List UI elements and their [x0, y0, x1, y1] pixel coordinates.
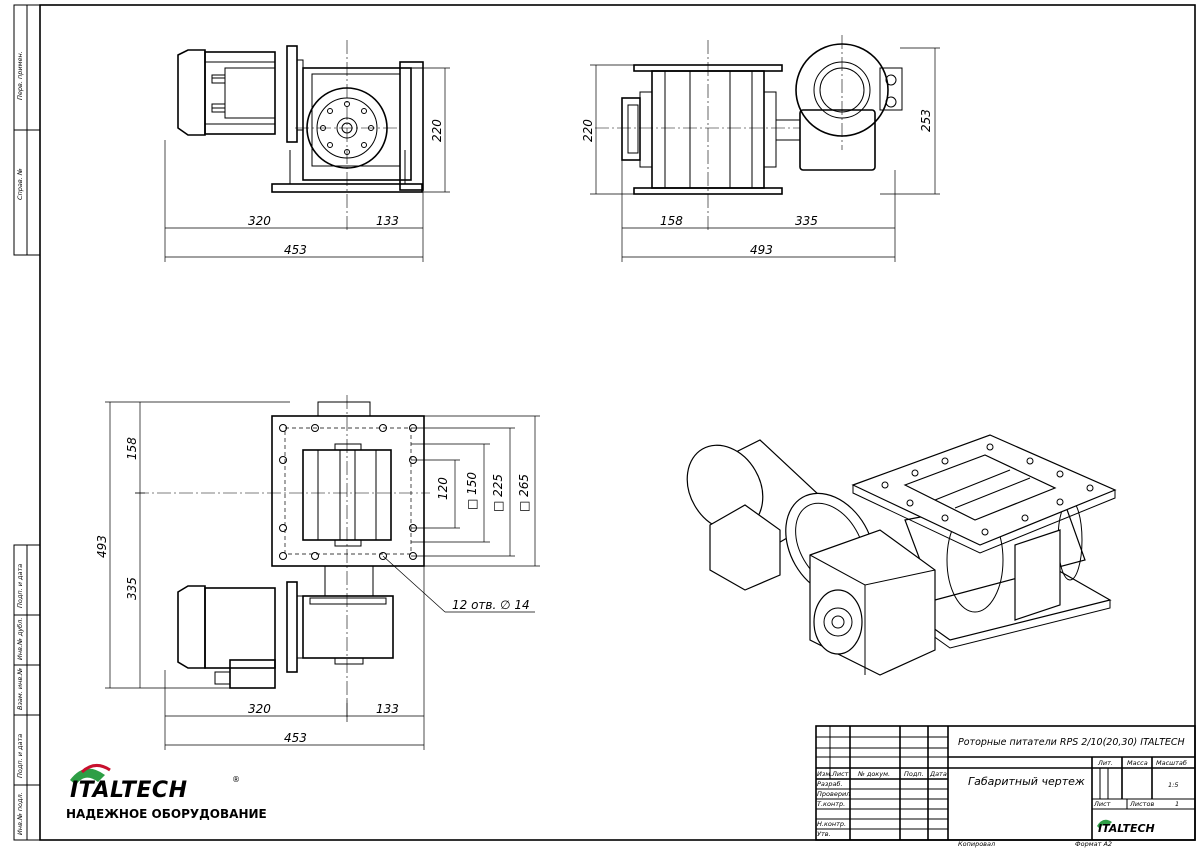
tb-h-list: Лист — [831, 770, 849, 778]
tb-role-proveril: Проверил — [817, 790, 850, 798]
tb-logo-swoosh-icon — [1097, 819, 1112, 829]
tb-scale-value: 1:5 — [1168, 781, 1178, 789]
side-strip-bottom: Подп. и дата Инв.№ дубл. Взам. инв.№ Под… — [13, 544, 41, 841]
dim-plan-335: 335 — [125, 577, 139, 600]
side-view: 158 335 493 220 253 — [581, 35, 940, 262]
tb-lit: Лит. — [1097, 759, 1113, 767]
tb-sheets-label: Листов — [1129, 800, 1154, 808]
tb-role-tkontr: Т.контр. — [817, 800, 845, 808]
holes-note: 12 отв. ∅ 14 — [452, 598, 530, 612]
tb-mass: Масса — [1127, 759, 1148, 767]
tb-h-doc: № докум. — [857, 770, 890, 778]
dim-front-453: 453 — [284, 243, 307, 257]
side-label-sprav: Справ. № — [16, 168, 24, 200]
bolt-holes — [279, 424, 417, 560]
tb-product: Роторные питатели RPS 2/10(20,30) ITALTE… — [958, 737, 1185, 748]
logo-swoosh-icon — [70, 768, 105, 785]
dim-side-158: 158 — [660, 214, 683, 228]
isometric-view — [686, 434, 1117, 676]
dim-side-253: 253 — [919, 109, 933, 132]
drawing-frame — [39, 4, 1196, 841]
dim-front-220: 220 — [430, 119, 444, 142]
logo-registered: ® — [232, 775, 240, 784]
dim-plan-265: □ 265 — [517, 474, 531, 512]
italtech-logo: ITALTECH ® НАДЕЖНОЕ ОБОРУДОВАНИЕ — [66, 764, 267, 821]
logo-swoosh-red-icon — [80, 764, 111, 774]
dim-side-493: 493 — [750, 243, 773, 257]
tb-copied: Копировал — [958, 840, 995, 848]
dim-plan-158: 158 — [125, 437, 139, 460]
tb-h-sign: Подп. — [904, 770, 924, 778]
tb-format: Формат А2 — [1075, 840, 1112, 848]
side-label-podp2: Подп. и дата — [16, 734, 24, 778]
logo-brand: ITALTECH — [70, 778, 187, 803]
dim-plan-133: 133 — [376, 702, 399, 716]
dim-front-320: 320 — [248, 214, 271, 228]
dim-side-220: 220 — [581, 119, 595, 142]
side-strip-top: Перв. примен. Справ. № — [13, 4, 41, 256]
dim-plan-150: □ 150 — [465, 472, 479, 510]
tb-h-izm: Изм. — [817, 770, 832, 778]
logo-tagline: НАДЕЖНОЕ ОБОРУДОВАНИЕ — [66, 807, 267, 821]
title-block: Роторные питатели RPS 2/10(20,30) ITALTE… — [815, 725, 1196, 848]
dim-plan-120: 120 — [436, 477, 450, 500]
iso-top-bolts — [881, 443, 1094, 536]
tb-document: Габаритный чертеж — [968, 775, 1085, 788]
tb-brand: ITALTECH — [1098, 822, 1155, 835]
dim-plan-225: □ 225 — [491, 474, 505, 512]
front-view: 320 133 453 220 — [164, 40, 450, 262]
tb-role-nkontr: Н.контр. — [817, 820, 846, 828]
dim-plan-493: 493 — [95, 535, 109, 558]
dim-plan-320: 320 — [248, 702, 271, 716]
tb-sheets-value: 1 — [1175, 800, 1179, 808]
plan-view: 493 158 335 120 □ 150 □ 225 □ 265 12 отв… — [95, 395, 540, 750]
side-label-podp1: Подп. и дата — [16, 564, 24, 608]
tb-sheet-label: Лист — [1093, 800, 1111, 808]
side-label-inv-podl: Инв.№ подл. — [16, 792, 24, 835]
side-label-vzam: Взам. инв.№ — [16, 668, 24, 710]
dim-front-133: 133 — [376, 214, 399, 228]
tb-role-razrab: Разраб. — [817, 780, 843, 788]
dim-plan-453: 453 — [284, 731, 307, 745]
side-label-perv: Перв. примен. — [16, 51, 24, 100]
tb-scale-label: Масштаб — [1156, 759, 1187, 767]
tb-role-utv: Утв. — [817, 830, 831, 838]
dim-side-335: 335 — [795, 214, 818, 228]
tb-h-date: Дата — [929, 770, 947, 778]
side-label-inv-dubl: Инв.№ дубл. — [16, 618, 24, 660]
